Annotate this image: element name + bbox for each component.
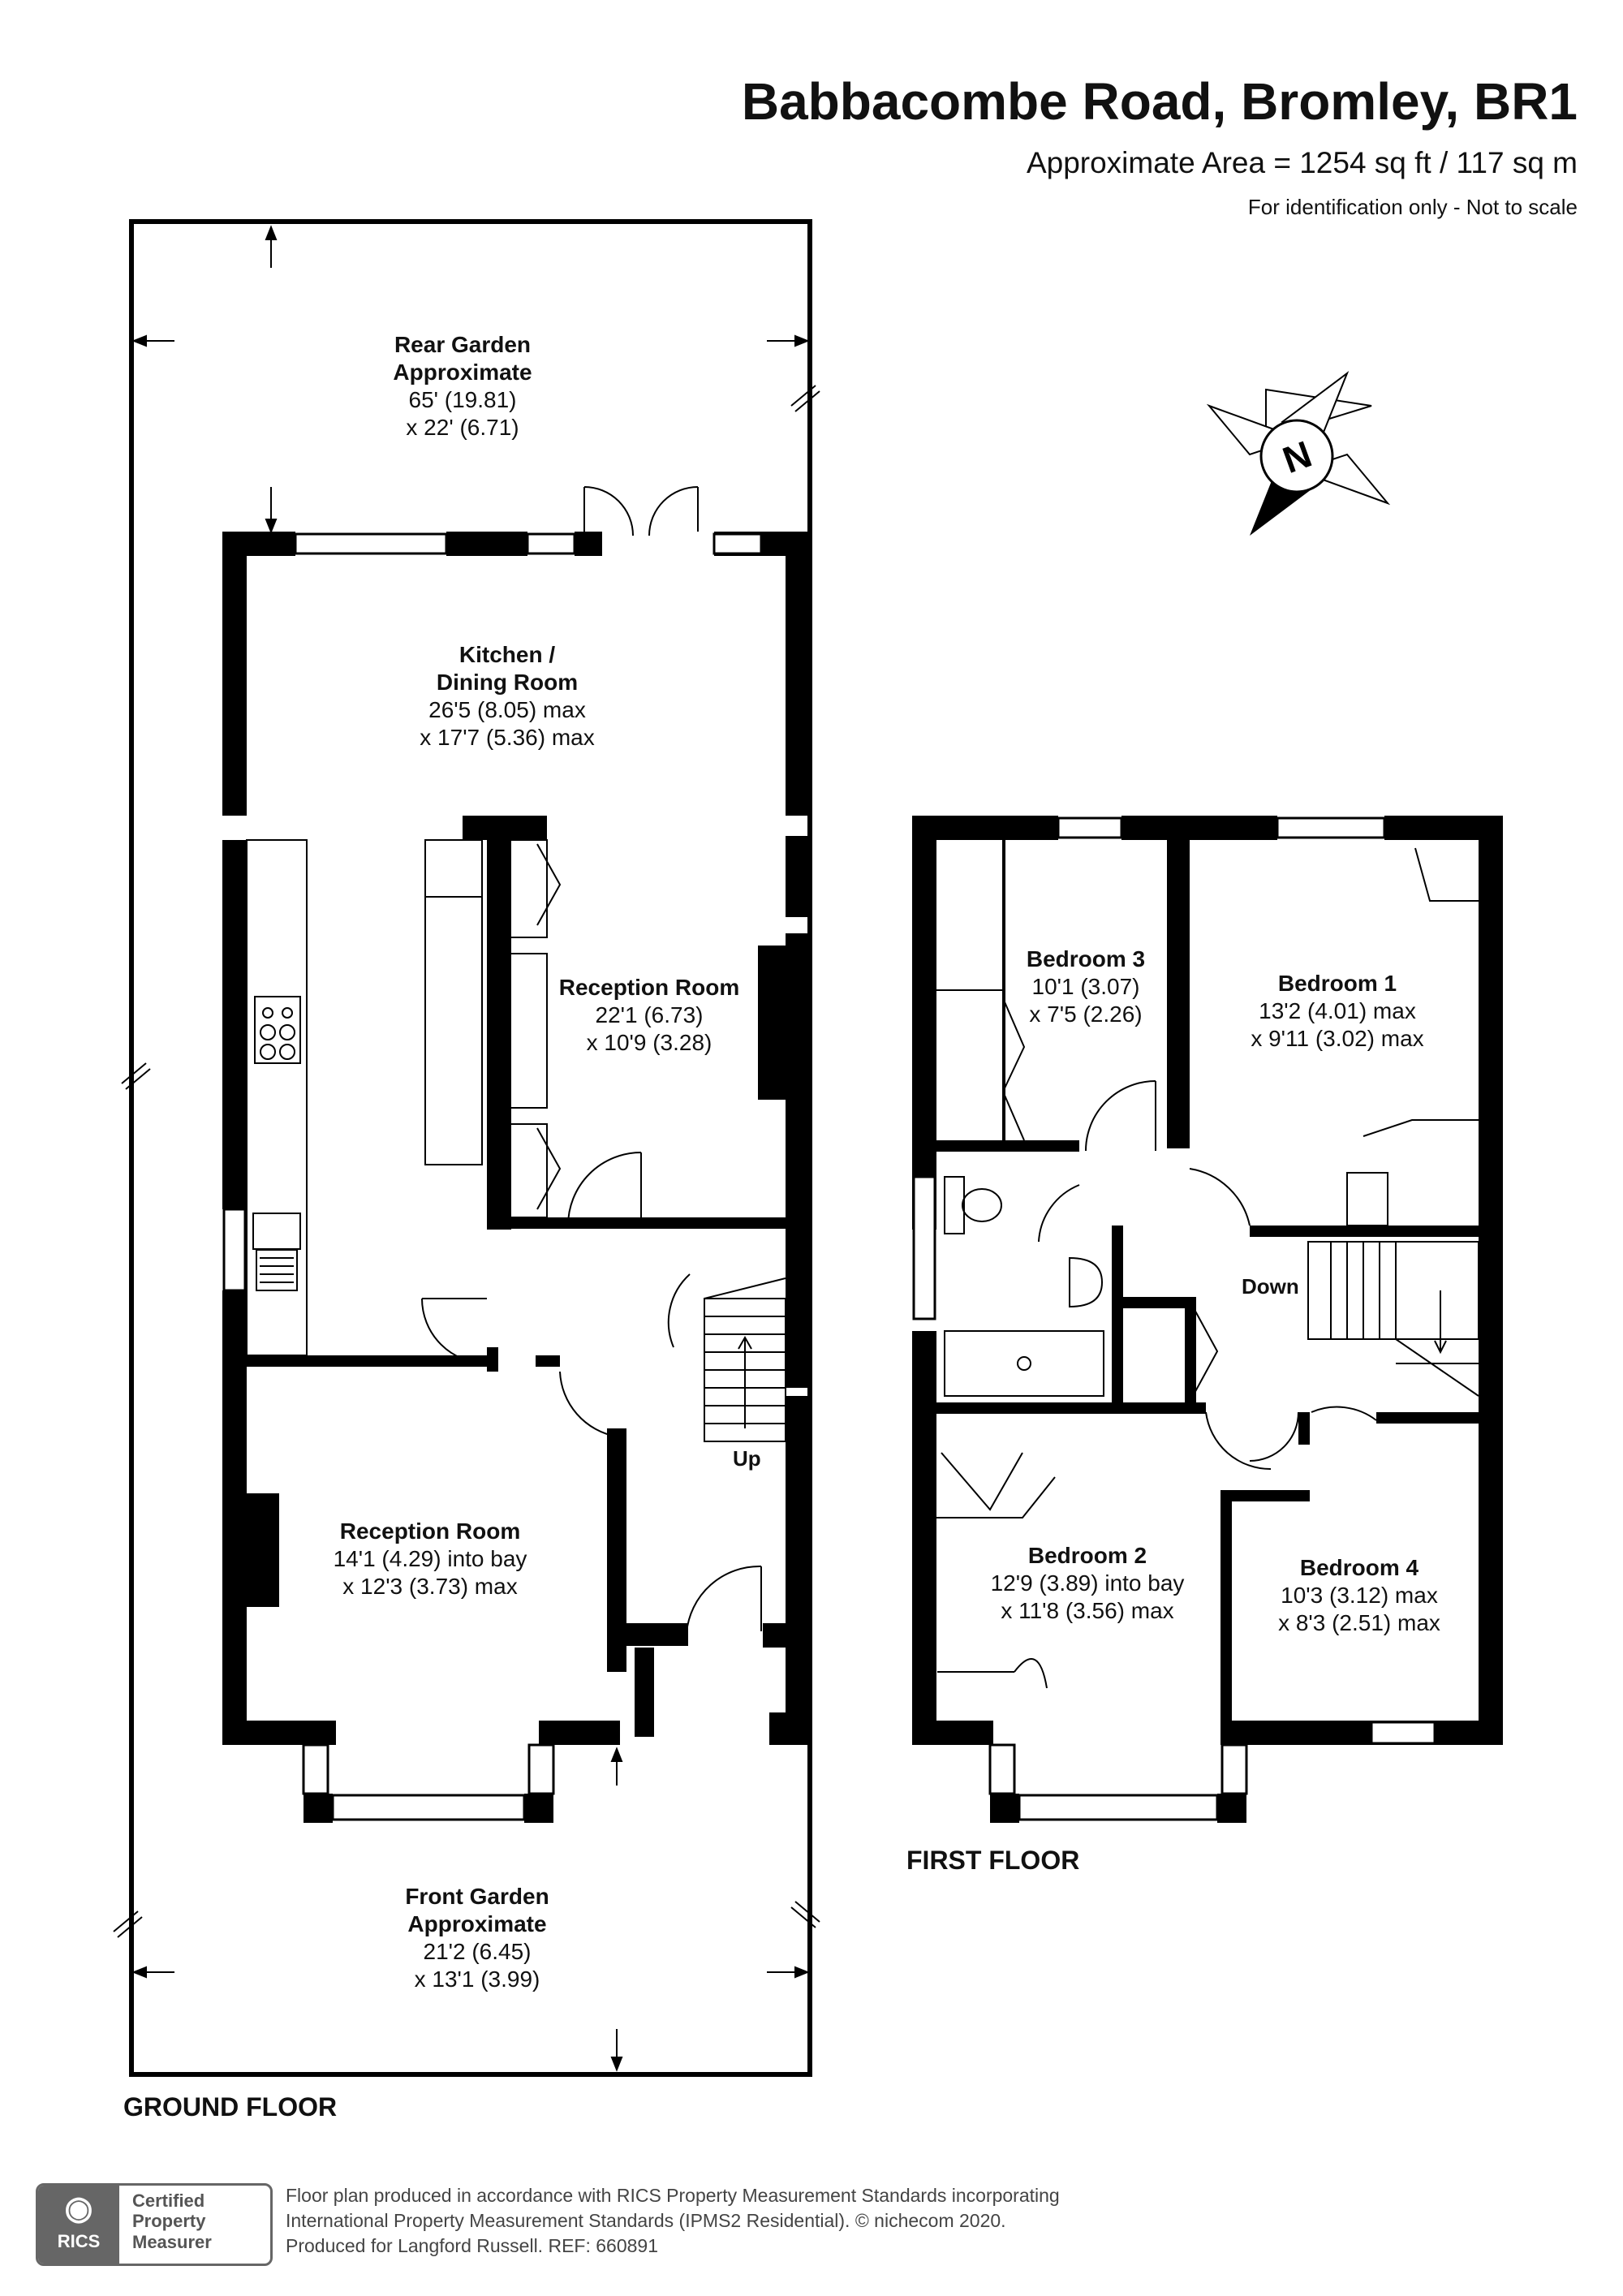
room-dims: 12'9 (3.89) into bay x 11'8 (3.56) max <box>990 1570 1185 1624</box>
room-name: Kitchen / Dining Room <box>436 642 579 696</box>
bedroom-4-label: Bedroom 4 10'3 (3.12) max x 8'3 (2.51) m… <box>1278 1554 1440 1637</box>
footer-line-1: Floor plan produced in accordance with R… <box>286 2185 1060 2206</box>
room-dims: 26'5 (8.05) max x 17'7 (5.36) max <box>420 697 595 751</box>
room-name: Reception Room <box>558 975 740 1000</box>
lion-icon: ◉ <box>64 2190 93 2226</box>
north-arrow-icon: N <box>1206 371 1391 536</box>
room-dims: 13'2 (4.01) max x 9'11 (3.02) max <box>1251 998 1424 1052</box>
room-name: Front Garden Approximate <box>405 1884 549 1937</box>
footer-text: Floor plan produced in accordance with R… <box>286 2183 1060 2259</box>
kitchen-units <box>246 839 483 1356</box>
rics-mark-text: RICS <box>57 2231 101 2251</box>
bedroom-1-label: Bedroom 1 13'2 (4.01) max x 9'11 (3.02) … <box>1251 970 1423 1053</box>
ground-floor-label: GROUND FLOOR <box>123 2092 338 2122</box>
front-garden-label: Front Garden Approximate 21'2 (6.45) x 1… <box>405 1883 549 1994</box>
first-floor-label: FIRST FLOOR <box>906 1846 1080 1875</box>
first-floor-fixtures <box>936 839 1479 1689</box>
bedroom-2-label: Bedroom 2 12'9 (3.89) into bay x 11'8 (3… <box>991 1542 1185 1625</box>
room-dims: 14'1 (4.29) into bay x 12'3 (3.73) max <box>333 1546 527 1600</box>
rics-badge-text: Certified Property Measurer <box>132 2190 212 2252</box>
rics-badge: ◉ RICS Certified Property Measurer <box>36 2183 273 2266</box>
room-name: Bedroom 2 <box>1027 1543 1147 1568</box>
approximate-area: Approximate Area = 1254 sq ft / 117 sq m <box>1026 146 1578 179</box>
room-name: Bedroom 3 <box>1026 946 1146 971</box>
reception-room-front-label: Reception Room 14'1 (4.29) into bay x 12… <box>334 1518 527 1600</box>
dimension-arrows <box>131 225 810 2072</box>
ground-doors <box>421 486 762 1634</box>
kitchen-dining-label: Kitchen / Dining Room 26'5 (8.05) max x … <box>420 641 594 752</box>
room-dims: 22'1 (6.73) x 10'9 (3.28) <box>586 1002 712 1056</box>
room-dims: 10'1 (3.07) x 7'5 (2.26) <box>1029 974 1143 1027</box>
rear-garden-label: Rear Garden Approximate 65' (19.81) x 22… <box>393 331 532 442</box>
room-dims: 10'3 (3.12) max x 8'3 (2.51) max <box>1278 1583 1440 1636</box>
stairs-up-label: Up <box>733 1446 761 1471</box>
reception-cupboards <box>489 839 562 1218</box>
property-title: Babbacombe Road, Bromley, BR1 <box>741 72 1578 131</box>
disclaimer-note: For identification only - Not to scale <box>1247 195 1578 219</box>
rics-logo: ◉ RICS <box>38 2186 119 2264</box>
room-name: Bedroom 4 <box>1299 1555 1419 1580</box>
room-name: Reception Room <box>339 1518 521 1544</box>
ground-stairs <box>704 1277 786 1442</box>
room-name: Rear Garden Approximate <box>393 332 532 386</box>
room-name: Bedroom 1 <box>1277 971 1397 996</box>
stairs-down-label: Down <box>1242 1274 1299 1299</box>
ground-floor-walls <box>222 532 810 1823</box>
bedroom-3-label: Bedroom 3 10'1 (3.07) x 7'5 (2.26) <box>1027 946 1145 1028</box>
boundary-breaks <box>113 385 820 1938</box>
first-floor-walls <box>912 816 1503 1823</box>
footer-line-2: International Property Measurement Stand… <box>286 2210 1006 2232</box>
ground-windows <box>222 532 763 1821</box>
footer-line-3: Produced for Langford Russell. REF: 6608… <box>286 2235 658 2257</box>
room-dims: 65' (19.81) x 22' (6.71) <box>406 387 519 441</box>
first-windows <box>912 816 1436 1821</box>
room-dims: 21'2 (6.45) x 13'1 (3.99) <box>414 1939 540 1992</box>
reception-room-rear-label: Reception Room 22'1 (6.73) x 10'9 (3.28) <box>559 974 739 1057</box>
